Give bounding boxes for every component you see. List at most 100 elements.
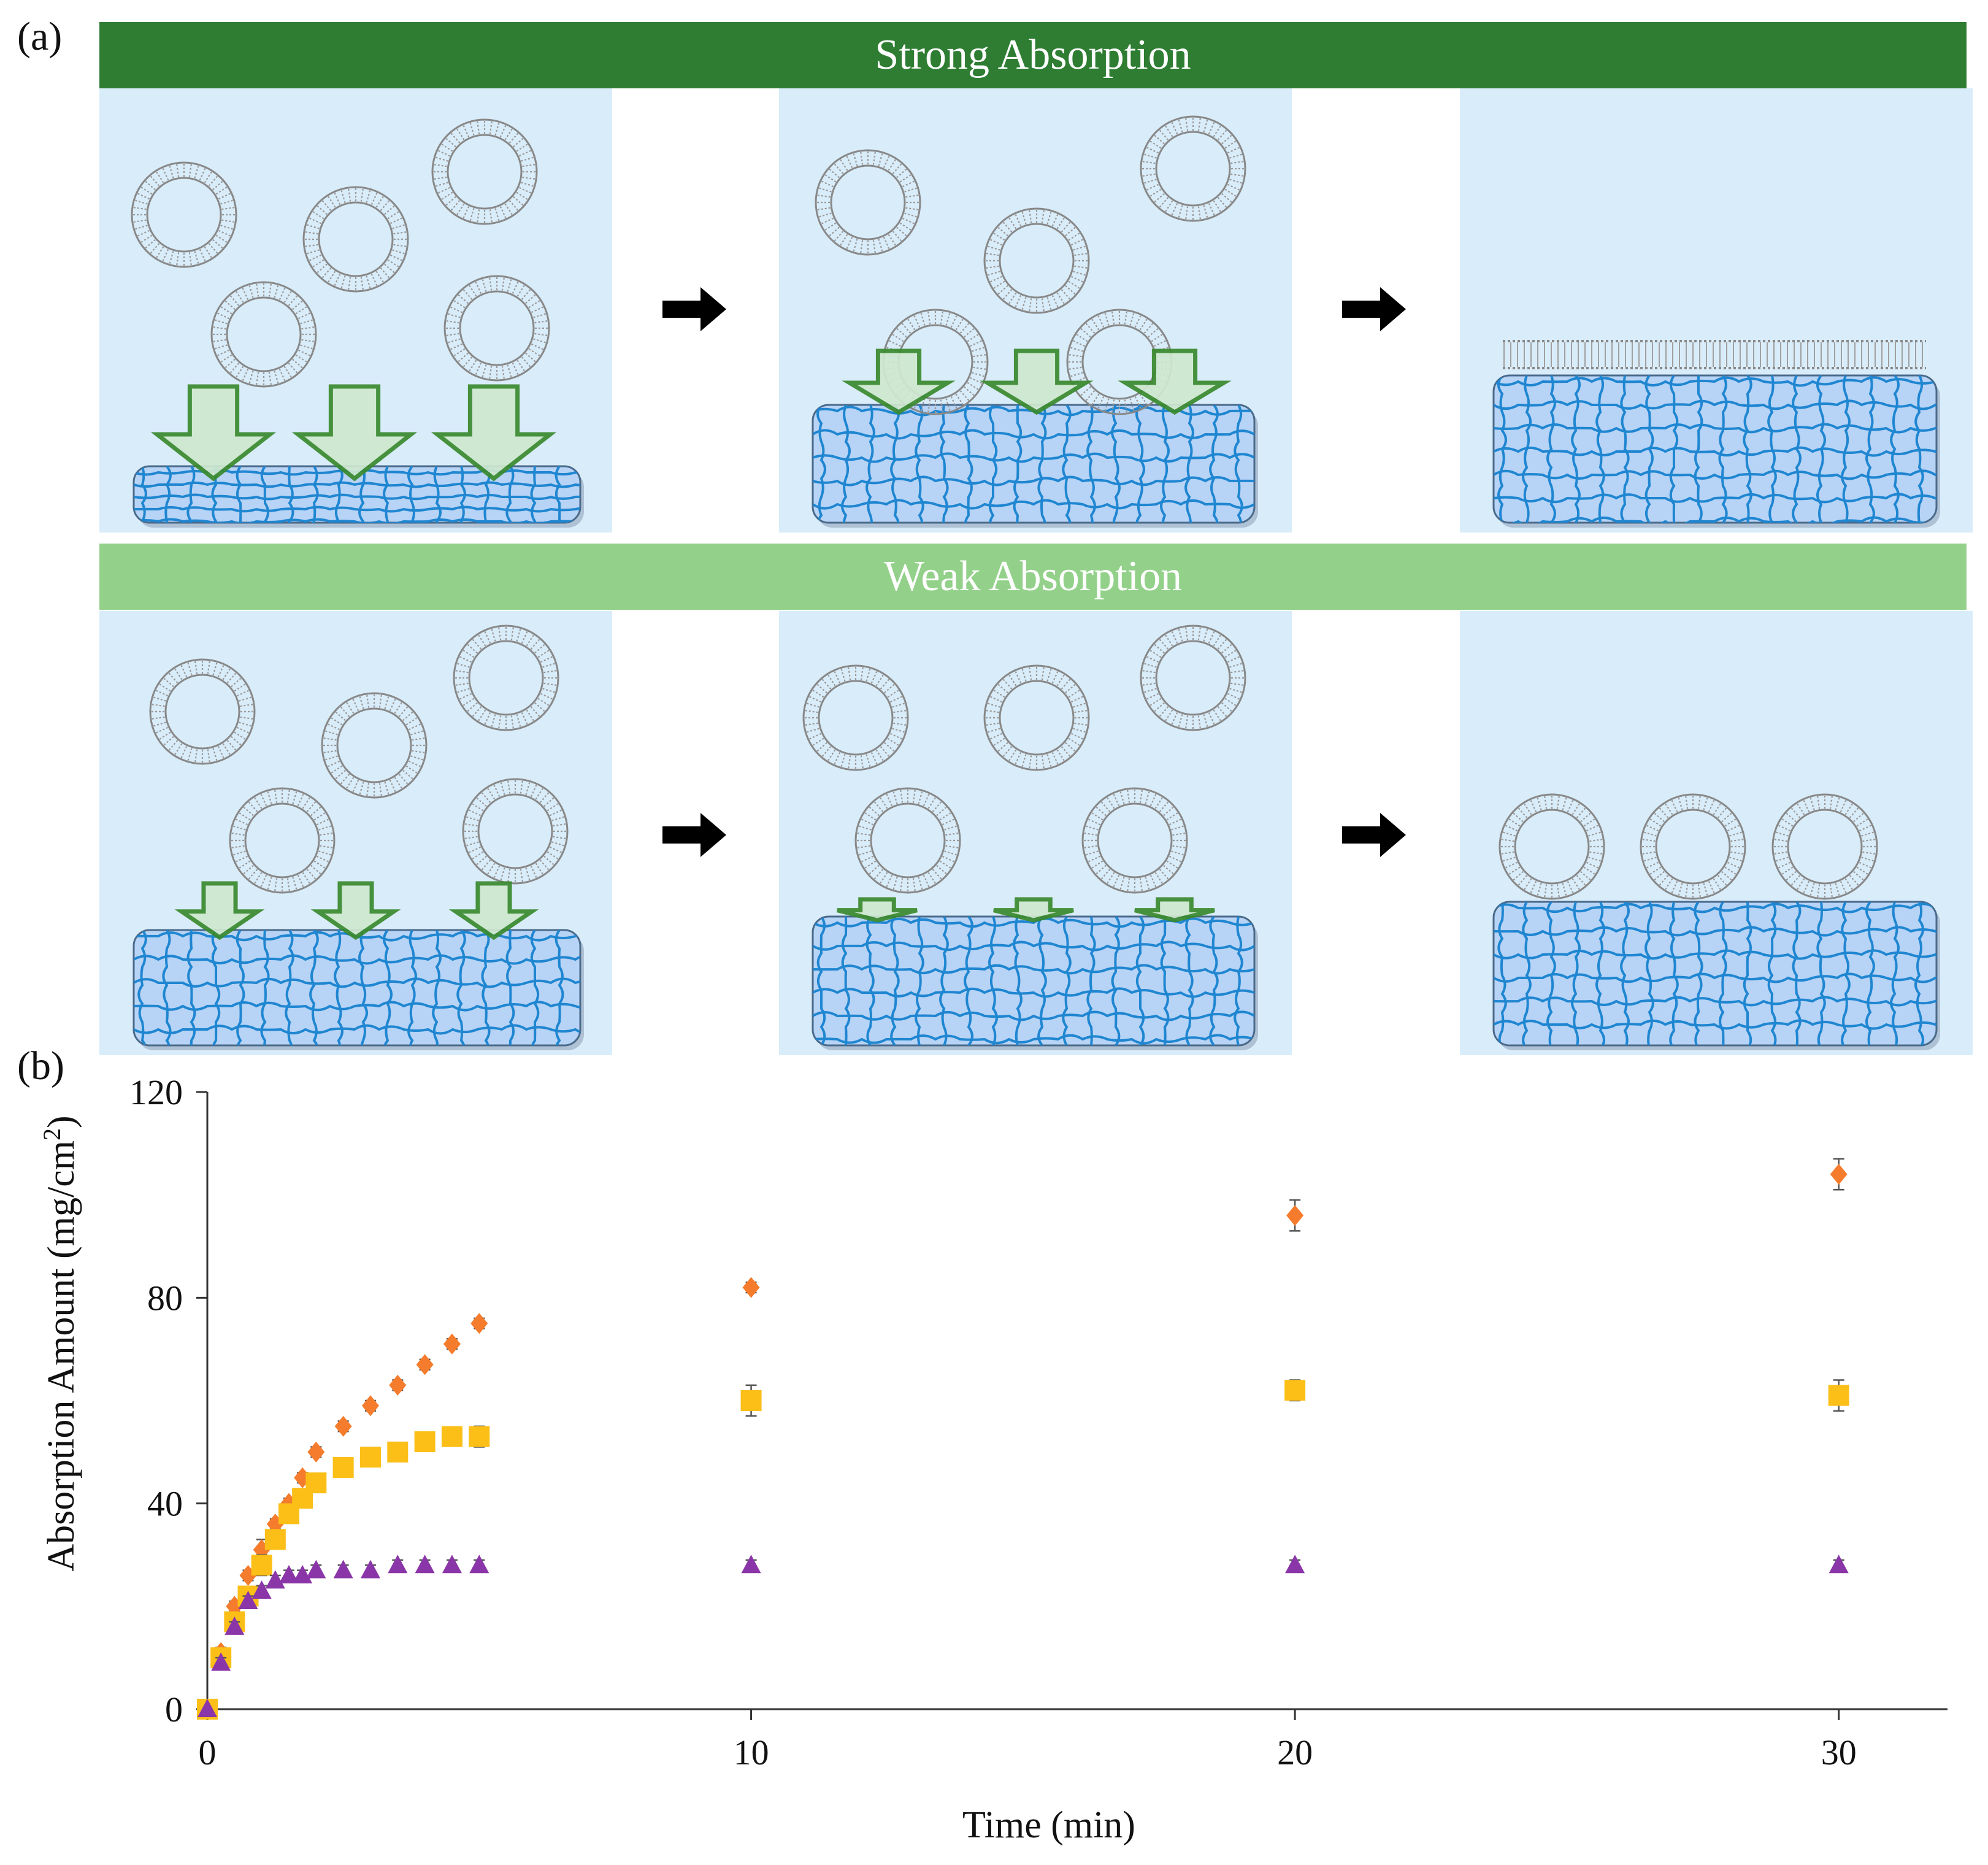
scene-strong-1 — [99, 88, 612, 533]
liposome-icon — [1140, 625, 1246, 731]
y-axis-label-suffix: ) — [40, 1115, 82, 1128]
weak-absorption-banner: Weak Absorption — [99, 544, 1967, 610]
data-point-square — [251, 1555, 272, 1576]
liposome-icon — [443, 275, 550, 382]
data-point-triangle — [388, 1555, 408, 1574]
hydrogel-block — [812, 915, 1258, 1050]
liposome-icon — [453, 625, 559, 731]
data-point-diamond — [416, 1354, 434, 1375]
down-arrow-icon — [310, 881, 401, 940]
data-point-diamond — [239, 1565, 257, 1586]
data-point-triangle — [211, 1652, 231, 1671]
liposome-icon — [462, 778, 569, 885]
liposome-icon — [983, 207, 1090, 314]
liposome-icon — [229, 787, 336, 894]
x-tick-label: 10 — [734, 1732, 769, 1772]
down-arrow-icon — [842, 348, 956, 415]
data-point-triangle — [360, 1559, 380, 1579]
data-point-square — [740, 1390, 762, 1411]
x-axis-label: Time (min) — [962, 1804, 1135, 1846]
strong-absorption-banner: Strong Absorption — [99, 22, 1967, 88]
series-square — [197, 1379, 1849, 1720]
hydrogel-block — [132, 929, 584, 1050]
data-point-diamond — [742, 1277, 760, 1298]
right-arrow-icon — [662, 813, 726, 857]
right-arrow-icon — [1342, 813, 1406, 857]
data-point-diamond — [1830, 1164, 1848, 1185]
data-point-square — [414, 1431, 436, 1453]
y-tick-label: 40 — [147, 1484, 183, 1524]
liposome-icon — [149, 658, 256, 765]
down-arrow-icon — [291, 384, 418, 482]
y-axis-label-sup: 2 — [38, 1128, 66, 1140]
data-point-diamond — [307, 1441, 325, 1463]
data-point-triangle — [225, 1616, 245, 1635]
data-point-diamond — [443, 1333, 461, 1355]
liposome-icon — [802, 664, 909, 771]
liposome-icon — [1771, 793, 1878, 900]
scene-strong-3 — [1460, 88, 1973, 533]
scene-strong-2 — [779, 88, 1292, 533]
x-tick-label: 20 — [1277, 1732, 1313, 1772]
data-point-square — [264, 1529, 286, 1550]
data-point-diamond — [470, 1313, 488, 1334]
data-point-diamond — [389, 1374, 407, 1396]
down-arrow-icon — [1134, 897, 1215, 923]
data-point-triangle — [469, 1555, 489, 1574]
liposome-icon — [1081, 787, 1188, 894]
down-arrow-icon — [1118, 348, 1232, 415]
liposome-icon — [131, 161, 237, 268]
data-point-square — [1828, 1385, 1849, 1406]
data-point-triangle — [1285, 1555, 1305, 1574]
absorption-schematic — [99, 88, 1973, 1055]
data-point-square — [441, 1426, 462, 1447]
data-point-diamond — [361, 1395, 379, 1417]
scene-weak-3 — [1460, 611, 1973, 1055]
data-point-triangle — [198, 1699, 217, 1717]
y-tick-label: 80 — [147, 1278, 183, 1318]
down-arrow-icon — [174, 881, 265, 940]
hydrogel-block — [1492, 374, 1940, 528]
data-point-triangle — [741, 1555, 761, 1574]
data-point-triangle — [293, 1565, 313, 1584]
x-tick-label: 0 — [199, 1732, 217, 1772]
liposome-icon — [1640, 793, 1746, 900]
liposome-icon — [321, 692, 428, 799]
data-point-triangle — [278, 1565, 299, 1584]
down-arrow-icon — [993, 897, 1074, 923]
y-axis-label: Absorption Amount (mg/cm2) — [38, 1115, 83, 1571]
y-axis-label-main: Absorption Amount (mg/cm — [40, 1140, 82, 1572]
right-arrow-icon — [662, 287, 726, 331]
y-tick-label: 120 — [129, 1072, 183, 1112]
liposome-icon — [1499, 793, 1605, 900]
data-point-diamond — [1286, 1205, 1304, 1226]
series-triangle — [198, 1555, 1849, 1717]
panel-a-label: (a) — [17, 14, 63, 59]
liposome-icon — [1140, 115, 1246, 222]
data-point-triangle — [238, 1590, 258, 1609]
liposome-icon — [431, 118, 538, 225]
data-point-square — [1284, 1380, 1306, 1401]
liposome-icon — [210, 281, 317, 388]
data-point-square — [305, 1472, 327, 1494]
data-point-diamond — [334, 1415, 352, 1437]
lipid-monolayer — [1503, 340, 1926, 369]
liposome-icon — [854, 787, 961, 894]
data-point-triangle — [415, 1555, 435, 1574]
data-point-square — [359, 1447, 381, 1468]
down-arrow-icon — [837, 897, 918, 923]
down-arrow-icon — [431, 384, 557, 482]
x-tick-label: 30 — [1821, 1732, 1857, 1772]
data-point-triangle — [306, 1559, 326, 1579]
scene-weak-2 — [779, 611, 1292, 1055]
absorption-chart: Absorption Amount (mg/cm2) Time (min) 0 4… — [38, 1072, 1948, 1846]
data-point-triangle — [251, 1580, 272, 1599]
liposome-icon — [815, 149, 921, 256]
down-arrow-icon — [150, 384, 277, 482]
down-arrow-icon — [980, 348, 1094, 415]
data-point-square — [469, 1426, 490, 1447]
data-point-square — [387, 1441, 409, 1463]
data-point-square — [332, 1456, 354, 1478]
data-point-triangle — [265, 1570, 285, 1589]
data-point-triangle — [1829, 1555, 1849, 1574]
